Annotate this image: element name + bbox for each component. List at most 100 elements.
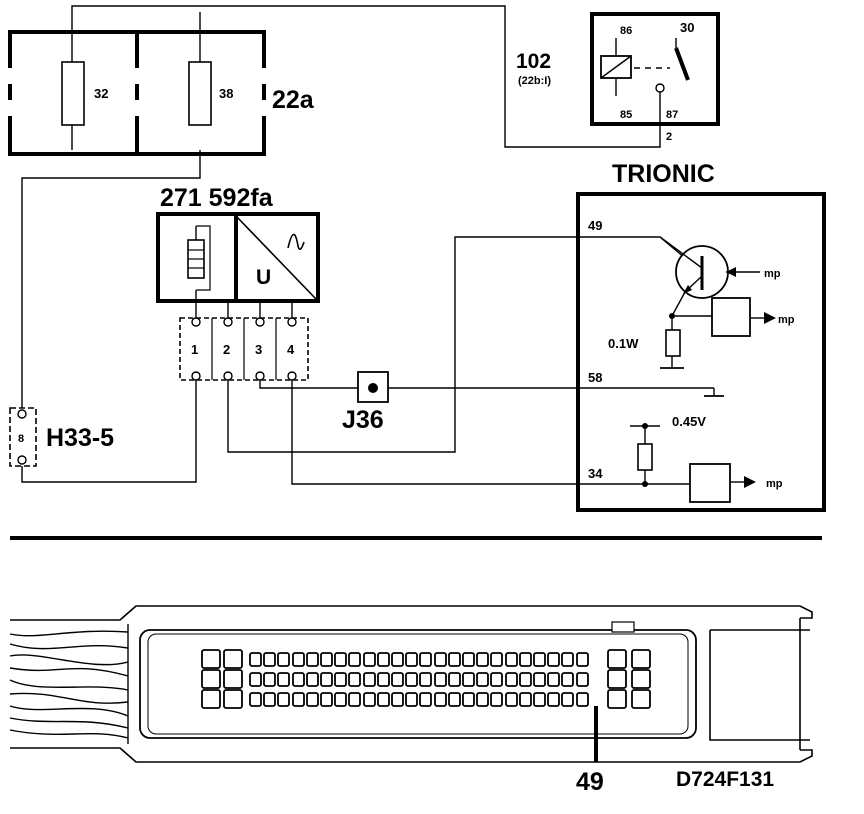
ecu-connector-illustration: 49 D724F131 [9,605,813,796]
ecu-mp-2: mp [778,314,795,326]
connector-pin [405,692,418,707]
trionic-ecu: TRIONIC 49 58 34 mp 0.1W mp [576,160,826,512]
junction-dot [368,383,378,393]
junction-j36: J36 [342,371,389,434]
connector-pin [363,692,376,707]
drawing-code: D724F131 [676,768,774,791]
connector-pin-large [631,689,651,709]
connector-pin [306,652,319,667]
connector-pin [476,692,489,707]
connector-pin [348,692,361,707]
relay-pin-30: 30 [680,20,694,35]
connector-pin [547,652,560,667]
connector-pin [505,692,518,707]
connector-pin [448,672,461,687]
connector-pin [576,672,589,687]
fuse-38 [188,61,212,126]
wire-pin3-to-ecu58 [259,378,714,389]
connector-pin [348,652,361,667]
sensor-pin-3: 3 [255,342,262,357]
ecu-pin-34: 34 [588,466,603,481]
ecu-title: TRIONIC [612,160,715,188]
h33-id: H33-5 [46,424,114,452]
connector-pin [434,652,447,667]
relay-ref: (22b:I) [518,75,551,87]
connector-pin [363,672,376,687]
connector-pin [306,672,319,687]
connector-pin [249,692,262,707]
connector-pin [547,672,560,687]
ecu-amp-box-1 [711,297,751,337]
connector-pin [320,672,333,687]
connector-pin [391,672,404,687]
connector-pin-large [631,649,651,669]
connector-pin [419,672,432,687]
connector-pin [547,692,560,707]
sensor-pin-1: 1 [191,342,198,357]
converter-label: U [256,266,271,289]
connector-pin [334,672,347,687]
connector-pin [277,652,290,667]
relay-pin-2: 2 [666,131,672,143]
connector-pin [490,672,503,687]
connector-pin-large [201,649,221,669]
junction-id: J36 [342,406,384,434]
ecu-voltage-label: 0.45V [672,414,706,429]
connector-pin [505,672,518,687]
connector-pin [405,652,418,667]
connector-pin-large [201,669,221,689]
connector-pin [505,652,518,667]
ecu-resistor-01w [665,329,681,357]
ecu-pin-49: 49 [588,218,602,233]
connector-pin [292,652,305,667]
connector-pin [334,652,347,667]
connector-pin-large [223,669,243,689]
ecu-amp-box-2 [689,463,731,503]
connector-pin [263,652,276,667]
wire-bundle [9,624,129,744]
connector-pin [320,692,333,707]
connector-pin [263,672,276,687]
fuse-32 [61,61,85,126]
wire-fuse38-to-h33 [21,150,201,408]
connector-pin [419,692,432,707]
fusebox-22a: 32 38 22a [6,30,315,156]
connector-pin [448,692,461,707]
ecu-mp-3: mp [766,478,783,490]
connector-pin [334,692,347,707]
h33-pin: 8 [18,433,24,445]
ecu-resistor-label: 0.1W [608,336,639,351]
connector-pin [249,652,262,667]
sensor-pin-4: 4 [287,342,295,357]
connector-pin-large [223,689,243,709]
connector-pin [263,692,276,707]
connector-pin-large [607,689,627,709]
connector-pin [519,652,532,667]
sensor-271-592fa: 271 592fa U 1 2 3 4 [156,184,320,381]
connector-pin [462,652,475,667]
connector-pin [533,672,546,687]
fuse-38-label: 38 [219,86,233,101]
wire-pin4-to-ecu34 [291,378,690,485]
connector-pin [561,672,574,687]
relay-contact-87 [655,83,665,93]
wire-h33-to-pin1 [21,378,197,483]
connector-pin-large [223,649,243,669]
pin-grid [201,649,651,709]
connector-pin [576,692,589,707]
fuse-32-label: 32 [94,86,108,101]
sensor-id: 271 592fa [160,184,274,212]
connector-pin [462,672,475,687]
connector-pin [490,692,503,707]
connector-pin [434,672,447,687]
wire-sensor-internal [227,300,293,320]
ecu-resistor-bias [637,443,653,471]
connector-pin [476,652,489,667]
connector-pin [405,672,418,687]
connector-pin [561,652,574,667]
connector-pin [533,652,546,667]
connector-pin [448,652,461,667]
highlighted-pin-label: 49 [576,768,604,796]
connector-pin [462,692,475,707]
